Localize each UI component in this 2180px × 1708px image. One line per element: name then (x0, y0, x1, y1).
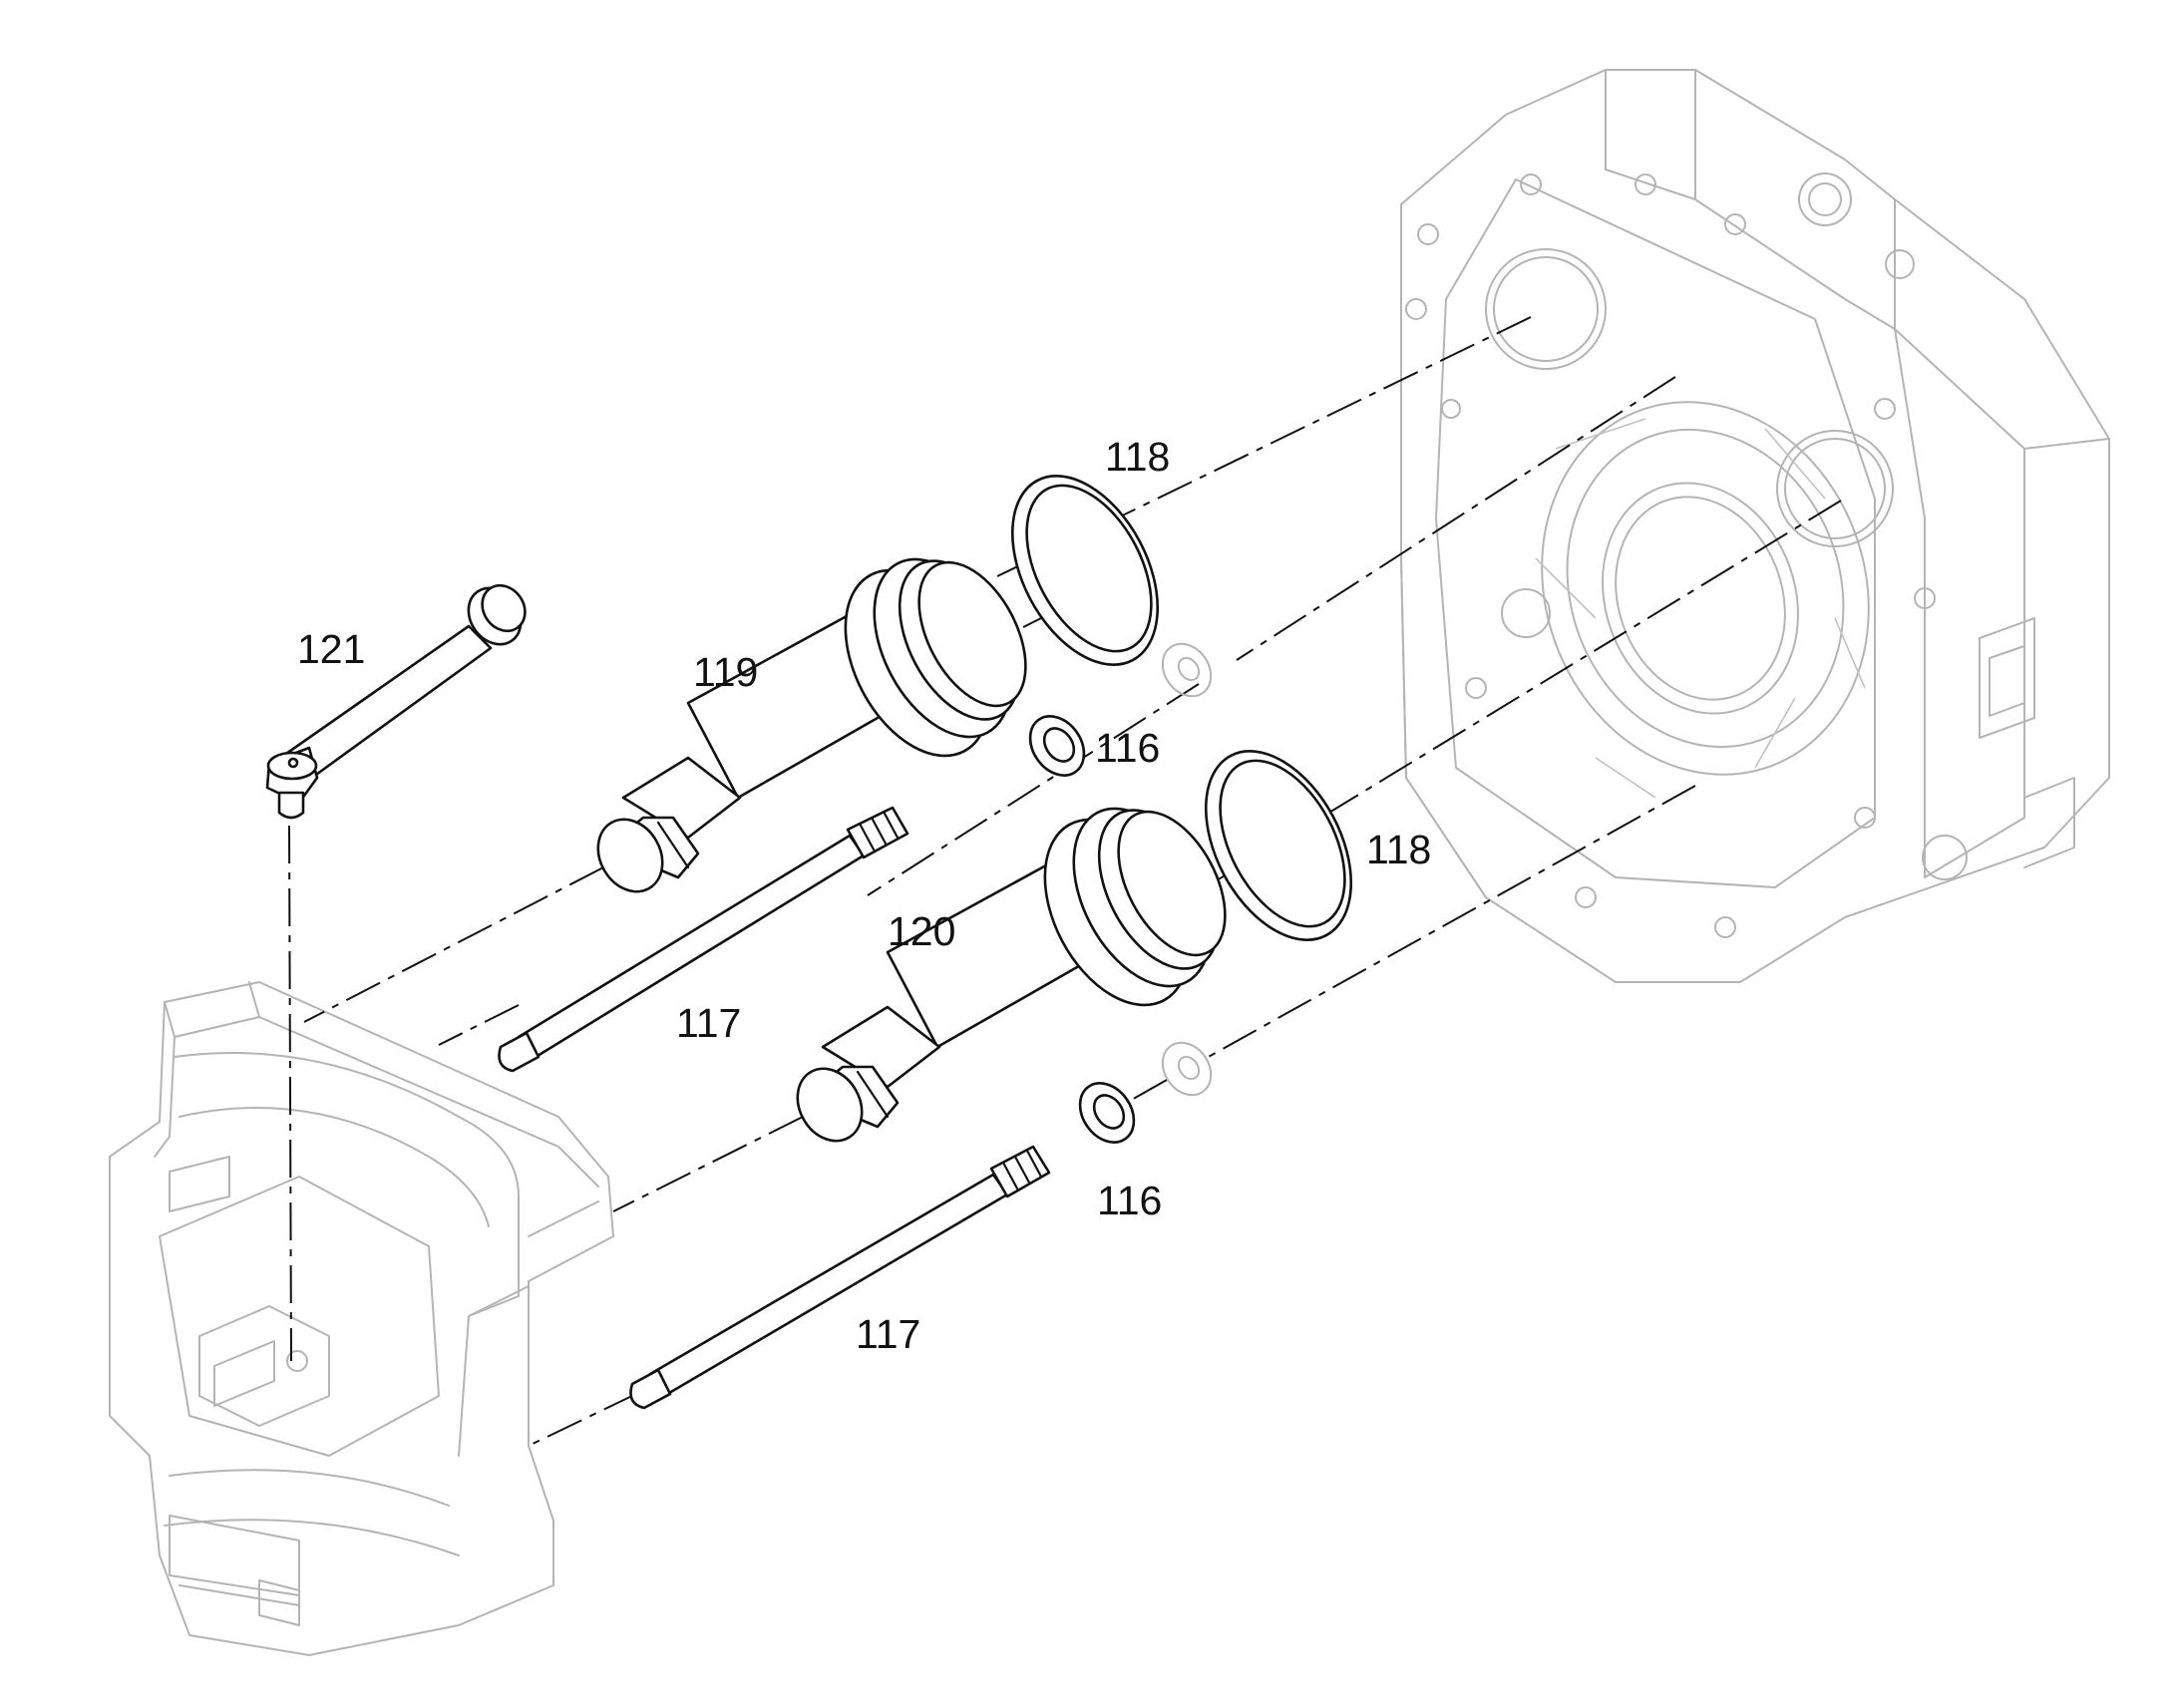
callout-120: 120 (888, 908, 955, 954)
part-121-pin (265, 583, 527, 820)
callout-labels: 121 119 118 116 118 120 117 116 117 (297, 434, 1431, 1357)
callout-116-upper: 116 (1095, 725, 1160, 771)
callout-118-lower: 118 (1366, 827, 1431, 872)
callout-117-lower: 117 (856, 1311, 920, 1357)
callout-119: 119 (693, 649, 758, 695)
part-117-valve-stem-lower (629, 1145, 1051, 1410)
main-housing (1400, 69, 2110, 983)
part-119-piston (596, 557, 1027, 893)
callout-116-lower: 116 (1097, 1178, 1162, 1223)
callout-121: 121 (297, 626, 365, 672)
part-117-valve-stem-upper (498, 806, 909, 1073)
part-118-seal-ring-lower (1204, 750, 1353, 941)
part-120-piston (796, 807, 1227, 1143)
callout-117-upper: 117 (676, 1000, 741, 1046)
part-116-washer-lower (1078, 1041, 1213, 1144)
valve-body-housing (109, 981, 614, 1656)
callout-118-upper: 118 (1105, 434, 1170, 480)
part-116-washer-upper (1028, 642, 1213, 777)
part-118-seal-ring-upper (1010, 475, 1160, 666)
